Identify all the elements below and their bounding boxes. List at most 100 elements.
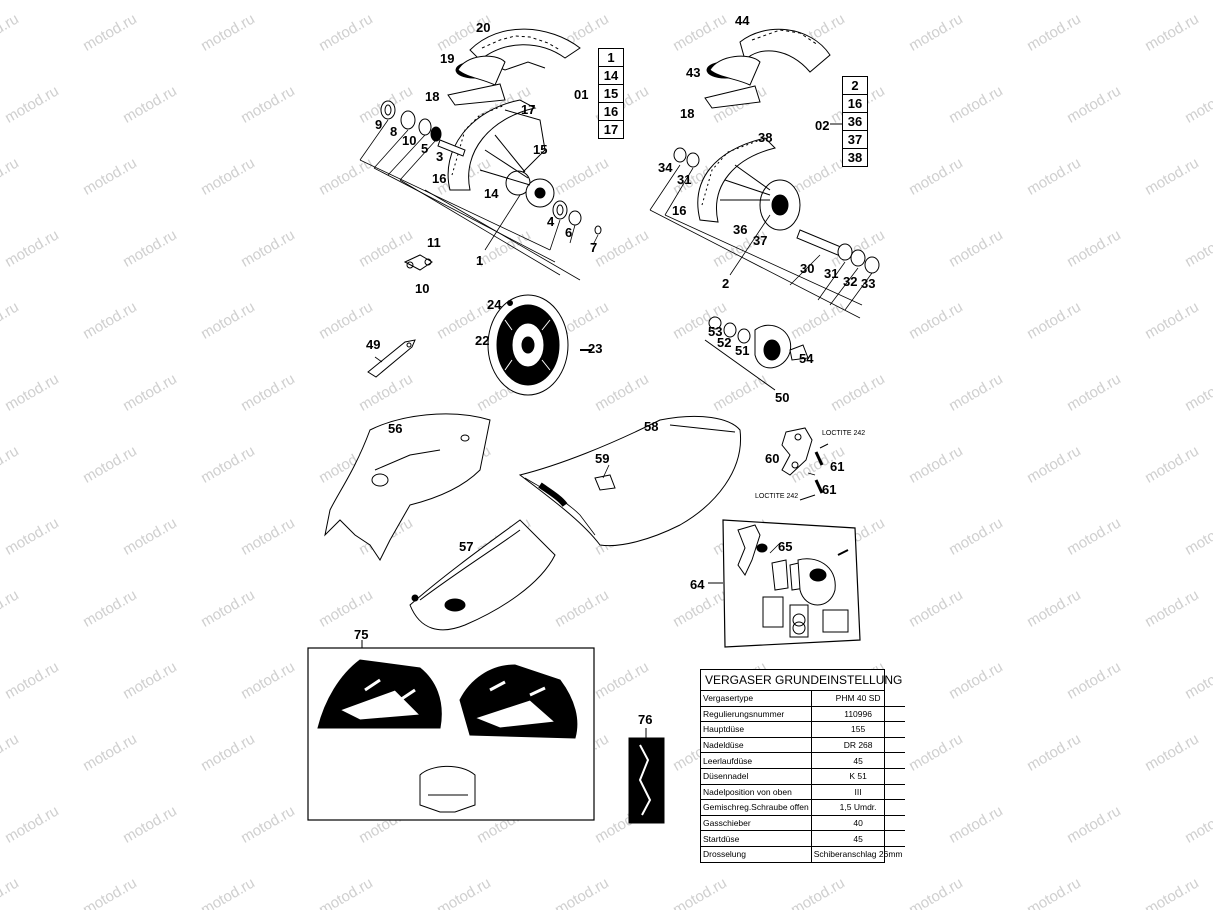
- setting-value: DR 268: [810, 737, 905, 754]
- part-number-callout: 37: [753, 233, 768, 248]
- brake-disc-icon: [487, 294, 592, 396]
- front-bearings-icon: [380, 100, 602, 235]
- part-number-callout: 58: [644, 419, 659, 434]
- group-item: 14: [599, 67, 623, 85]
- part-number-callout: 20: [476, 20, 491, 35]
- seat-icon: [518, 415, 742, 547]
- rear-fender-icon: [324, 413, 491, 561]
- group-item: 16: [599, 103, 623, 121]
- setting-value: K 51: [810, 768, 905, 785]
- part-number-callout: 38: [758, 130, 773, 145]
- part-number-callout: 23: [588, 341, 603, 356]
- loctite-label: LOCTITE 242: [822, 430, 866, 437]
- part-number-callout: 10: [415, 281, 430, 296]
- group-02-label: 02: [815, 118, 830, 133]
- part-number-callout: 64: [690, 577, 705, 592]
- part-number-callout: 18: [680, 106, 695, 121]
- rear-leader-lines: [649, 164, 873, 319]
- setting-name: Nadeldüse: [701, 737, 812, 754]
- carburetor-table-title: VERGASER GRUNDEINSTELLUNG: [701, 670, 902, 691]
- part-number-callout: 34: [658, 160, 673, 175]
- part-number-callout: 76: [638, 712, 653, 727]
- setting-value: PHM 40 SD: [810, 691, 905, 707]
- part-number-callout: 5: [421, 141, 429, 156]
- part-number-callout: 43: [686, 65, 701, 80]
- group-item: 16: [843, 95, 867, 113]
- part-number-callout: 30: [800, 261, 815, 276]
- part-number-callout: 65: [778, 539, 793, 554]
- setting-value: 1,5 Umdr.: [810, 799, 905, 816]
- caliper-bracket-icon: [781, 427, 829, 501]
- setting-name: Leerlaufdüse: [701, 752, 812, 769]
- setting-name: Drosselung: [703, 849, 746, 860]
- part-number-callout: 9: [375, 117, 383, 132]
- part-number-callout: 50: [775, 390, 790, 405]
- front-tube-icon: [447, 55, 506, 106]
- side-cover-icon: [409, 519, 556, 631]
- loctite-label: LOCTITE 242: [755, 493, 799, 500]
- part-number-callout: 32: [843, 274, 858, 289]
- part-number-callout: 59: [595, 451, 610, 466]
- rear-tire-icon: [739, 28, 831, 73]
- setting-value: 155: [810, 721, 905, 738]
- part-number-callout: 15: [533, 142, 548, 157]
- part-number-callout: 6: [565, 225, 573, 240]
- part-number-callout: 16: [432, 171, 447, 186]
- group-item: 38: [847, 150, 863, 165]
- sprocket-carrier-icon: [704, 316, 809, 391]
- part-number-callout: 19: [440, 51, 455, 66]
- setting-name: Düsennadel: [701, 768, 812, 785]
- group-item: 37: [843, 131, 867, 149]
- group-item: 17: [603, 122, 619, 137]
- part-number-callout: 10: [402, 133, 417, 148]
- setting-name: Startdüse: [701, 830, 812, 847]
- fork-decal-icon: [628, 728, 665, 824]
- setting-name: Regulierungsnummer: [701, 706, 812, 723]
- part-number-callout: 17: [521, 102, 536, 117]
- group-item: 2: [843, 77, 867, 95]
- setting-value: III: [810, 784, 905, 801]
- part-number-callout: 49: [366, 337, 381, 352]
- part-number-callout: 11: [427, 235, 441, 250]
- part-number-callout: 3: [436, 149, 444, 164]
- group-item: 15: [599, 85, 623, 103]
- part-number-callout: 52: [717, 335, 732, 350]
- setting-name: Gemischreg.Schraube offen: [701, 799, 812, 816]
- front-leader-lines: [359, 119, 599, 281]
- part-number-callout: 56: [388, 421, 403, 436]
- setting-name: Gasschieber: [701, 815, 812, 832]
- part-number-callout: 51: [735, 343, 750, 358]
- setting-name: Hauptdüse: [701, 721, 812, 738]
- part-number-callout: 18: [425, 89, 440, 104]
- setting-value: 40: [810, 815, 905, 832]
- part-number-callout: 4: [547, 214, 555, 229]
- setting-value: 45: [810, 752, 905, 769]
- part-number-callout: 16: [672, 203, 687, 218]
- part-number-callout: 7: [590, 240, 598, 255]
- group-item: 1: [599, 49, 623, 67]
- part-number-callout: 61: [830, 459, 845, 474]
- part-number-callout: 53: [708, 324, 723, 339]
- part-number-callout: 2: [722, 276, 730, 291]
- decal-set-box: [307, 640, 595, 821]
- part-number-callout: 61: [822, 482, 837, 497]
- part-number-callout: 31: [824, 266, 839, 281]
- bracket-icon: [367, 339, 416, 378]
- part-number-callout: 75: [354, 627, 369, 642]
- part-number-callout: 14: [484, 186, 499, 201]
- part-number-callout: 60: [765, 451, 780, 466]
- part-number-callout: 8: [390, 124, 398, 139]
- group-item: 36: [843, 113, 867, 131]
